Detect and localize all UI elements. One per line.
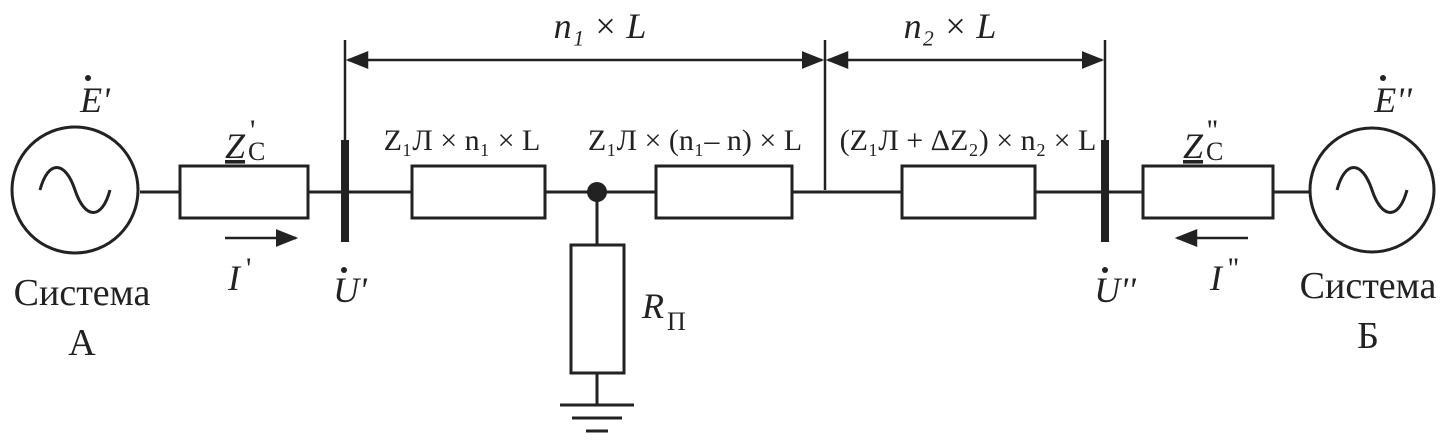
emf-b-dot (1380, 75, 1386, 81)
system-b-label-2: Б (1357, 315, 1379, 357)
current-a-main: I (227, 258, 242, 298)
impedance-zc-b-main: Z (1183, 126, 1204, 166)
ground-icon (560, 403, 634, 433)
impedance-zc-a-prime: ' (250, 114, 255, 147)
impedance-zc-a-main: Z (225, 126, 246, 166)
line-segment-3-label: (Z₁Л + ΔZ₂) × n₂ × L (840, 124, 1097, 157)
line-segment-3 (900, 164, 1037, 220)
impedance-zc-b-sub: С (1206, 137, 1223, 166)
bus-a-voltage: U' (333, 270, 368, 310)
sine-wave-icon (1335, 166, 1409, 214)
impedance-zc-a-sub: С (248, 137, 265, 166)
current-a-prime: ' (246, 252, 251, 285)
system-a-label-2: А (68, 322, 96, 364)
current-b-main: I (1209, 258, 1224, 298)
fault-resistance-main: R (641, 286, 664, 326)
line-segment-1 (410, 164, 547, 220)
impedance-zc-a (178, 164, 310, 220)
impedance-zc-b (1141, 164, 1275, 220)
fault-resistor (569, 243, 626, 375)
impedance-zc-b-prime: '' (1207, 114, 1218, 147)
bus-a-voltage-dot (341, 267, 347, 273)
emf-a-label: E' (79, 80, 111, 120)
line-segment-2 (654, 164, 794, 220)
current-b-prime: '' (1228, 252, 1239, 285)
source-a-generator (10, 125, 140, 255)
system-a-label-1: Система (14, 272, 151, 314)
dimension-lines (343, 40, 1107, 190)
span2-label: n₂ × L (904, 6, 997, 46)
span1-label: n₁ × L (554, 6, 647, 46)
line-segment-1-label: Z₁Л × n₁ × L (384, 124, 541, 157)
emf-a-dot (85, 75, 91, 81)
fault-resistance-sub: П (667, 307, 686, 336)
line-segment-2-label: Z₁Л × (n₁– n) × L (588, 124, 802, 157)
emf-b-label: E'' (1373, 80, 1413, 120)
sine-wave-icon (38, 166, 112, 214)
bus-b-voltage-dot (1102, 267, 1108, 273)
bus-b-voltage: U'' (1094, 270, 1137, 310)
system-b-label-1: Система (1300, 265, 1437, 307)
source-b-generator (1308, 126, 1436, 254)
